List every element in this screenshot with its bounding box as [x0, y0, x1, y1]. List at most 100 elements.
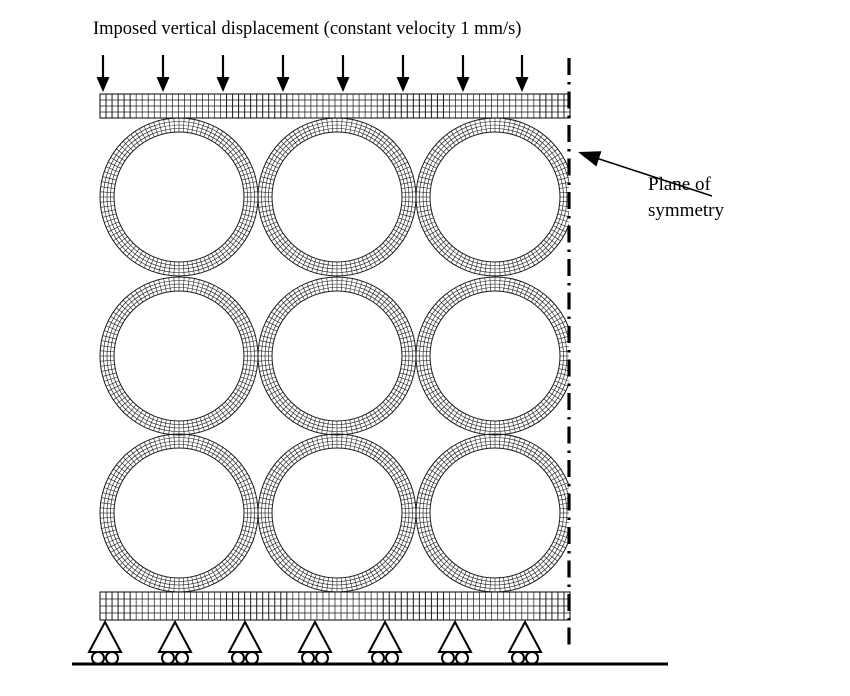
ring-radial-spoke — [148, 415, 155, 430]
ring-radial-spoke — [288, 248, 298, 260]
ring-radial-spoke — [489, 577, 492, 592]
ring-radial-spoke — [498, 577, 501, 592]
ring-r2-c2 — [257, 276, 417, 436]
ring-radial-spoke — [242, 497, 257, 501]
ring-radial-spoke — [268, 157, 281, 165]
ring-radial-spoke — [515, 574, 521, 588]
roller-wheel-icon — [511, 651, 525, 665]
ring-radial-spoke — [182, 277, 185, 292]
ring-radial-spoke — [557, 176, 569, 181]
ring-radial-spoke — [224, 456, 236, 468]
ring-radial-spoke — [345, 420, 348, 435]
ring-radial-spoke — [232, 548, 245, 558]
ring-radial-spoke — [306, 415, 313, 430]
ring-radial-spoke — [442, 404, 453, 416]
ring-radial-spoke — [474, 120, 479, 135]
ring-radial-spoke — [242, 181, 257, 185]
ring-radial-spoke — [258, 521, 273, 524]
ring-radial-spoke — [195, 436, 200, 451]
ring-radial-spoke — [262, 171, 276, 177]
ring-radial-spoke — [297, 253, 305, 266]
ring-radial-spoke — [385, 460, 397, 471]
ring-radial-spoke — [464, 282, 471, 297]
ring-radial-spoke — [237, 384, 250, 392]
ring-radial-spoke — [258, 350, 273, 353]
ring-radial-spoke — [385, 398, 397, 409]
bottom-rigid-platen — [99, 591, 571, 621]
ring-radial-spoke — [238, 482, 253, 489]
ring-radial-spoke — [546, 395, 558, 405]
ring-radial-spoke — [301, 571, 309, 584]
ring-radial-spoke — [326, 434, 329, 449]
ring-radial-spoke — [243, 502, 258, 505]
ring-radial-spoke — [173, 420, 176, 435]
ring-radial-spoke — [548, 468, 561, 478]
ring-radial-spoke — [464, 123, 471, 138]
ring-radial-spoke — [530, 447, 540, 460]
ring-radial-spoke — [102, 335, 117, 340]
ring-radial-spoke — [469, 574, 475, 588]
ring-radial-spoke — [376, 407, 386, 419]
ring-radial-spoke — [474, 259, 479, 274]
ring-radial-spoke — [232, 391, 245, 401]
roller-wheel-icon — [385, 651, 399, 665]
ring-radial-spoke — [101, 181, 116, 185]
ring-radial-spoke — [102, 176, 117, 181]
ring-radial-spoke — [357, 122, 363, 136]
ring-radial-spoke — [211, 128, 219, 141]
ring-radial-spoke — [153, 438, 159, 452]
ring-radial-spoke — [382, 242, 394, 254]
ring-radial-spoke — [546, 552, 558, 562]
ring-radial-spoke — [126, 245, 137, 257]
ring-radial-spoke — [401, 191, 416, 194]
ring-radial-spoke — [110, 545, 123, 553]
ring-radial-spoke — [110, 388, 123, 396]
ring-radial-spoke — [429, 548, 442, 558]
ring-radial-spoke — [243, 200, 258, 203]
ring-radial-spoke — [227, 144, 239, 155]
ring-radial-spoke — [376, 293, 386, 305]
ring-radial-spoke — [280, 401, 292, 413]
ring-radial-spoke — [554, 380, 569, 387]
ring-radial-spoke — [237, 161, 250, 169]
ring-radial-spoke — [199, 258, 205, 272]
load-arrow-2 — [156, 55, 170, 92]
ring-r3-c1 — [99, 433, 259, 593]
ring-radial-spoke — [498, 261, 501, 276]
ring-radial-spoke — [230, 307, 242, 317]
support-triangle-icon — [437, 619, 473, 653]
ring-radial-spoke — [191, 260, 195, 275]
ring-radial-spoke — [122, 401, 134, 413]
ring-radial-spoke — [158, 436, 163, 451]
ring-radial-spoke — [420, 533, 434, 539]
ring-radial-spoke — [230, 236, 242, 246]
ring-radial-spoke — [365, 285, 373, 298]
ring-radial-spoke — [224, 140, 236, 152]
ring-radial-spoke — [390, 391, 403, 401]
ring-radial-spoke — [429, 311, 442, 321]
ring-radial-spoke — [474, 436, 479, 451]
ring-radial-spoke — [556, 217, 569, 223]
ring-radial-spoke — [546, 148, 558, 158]
ring-radial-spoke — [426, 316, 439, 324]
ring-radial-spoke — [113, 468, 126, 478]
ring-radial-spoke — [438, 299, 450, 311]
roller-support-6 — [437, 619, 473, 665]
ring-radial-spoke — [551, 229, 564, 237]
ring-radial-spoke — [527, 444, 535, 457]
ring-radial-spoke — [519, 572, 526, 587]
ring-radial-spoke — [100, 205, 115, 208]
ring-radial-spoke — [379, 453, 390, 465]
ring-radial-spoke — [163, 119, 167, 134]
ring-radial-spoke — [218, 134, 228, 146]
ring-radial-spoke — [551, 388, 564, 396]
ring-radial-spoke — [191, 278, 195, 293]
ring-radial-spoke — [382, 558, 394, 570]
ring-radial-spoke — [218, 450, 228, 462]
ring-radial-spoke — [554, 325, 569, 332]
ring-radial-spoke — [224, 401, 236, 413]
ring-radial-spoke — [372, 290, 382, 303]
ring-radial-spoke — [540, 401, 552, 413]
roller-wheel-icon — [441, 651, 455, 665]
ring-radial-spoke — [240, 171, 254, 177]
